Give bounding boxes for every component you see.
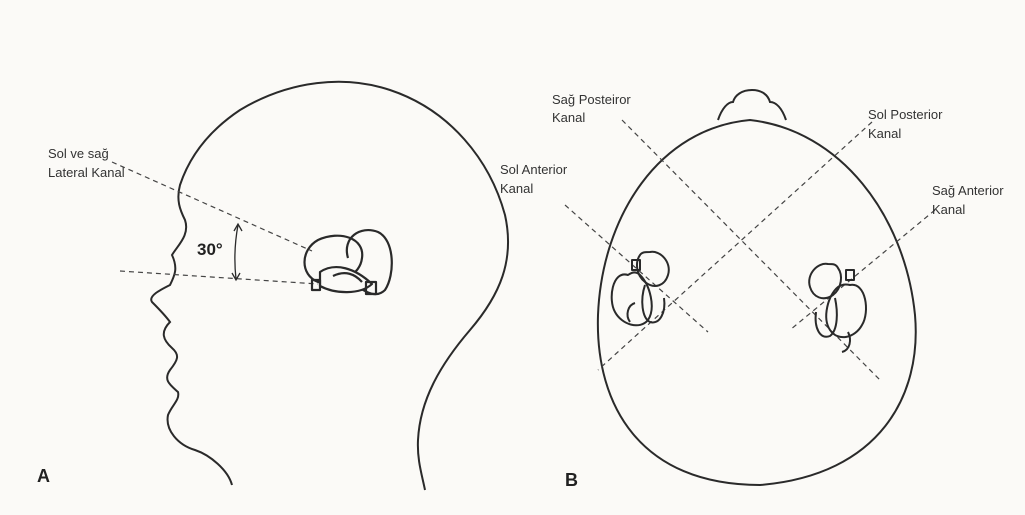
label-sol-posterior-line2: Kanal [868,126,901,142]
nose-outline [718,90,786,120]
left-inner-ear-top-view [612,252,669,326]
panel-a-letter: A [37,466,50,487]
horizontal-reference-line [120,271,318,284]
label-lateral-canal-line2: Lateral Kanal [48,165,125,181]
sag-anterior-plane-line [790,210,935,330]
label-sol-anterior-line1: Sol Anterior [500,162,567,178]
label-sag-posterior-line1: Sağ Posteiror [552,92,631,108]
label-sol-posterior-line1: Sol Posterior [868,107,942,123]
label-sag-anterior-line1: Sağ Anterior [932,183,1004,199]
label-sag-posterior-line2: Kanal [552,110,585,126]
angle-label: 30° [197,240,223,260]
head-top-outline [598,120,916,485]
label-sag-anterior-line2: Kanal [932,202,965,218]
sag-posterior-plane-line [622,120,880,380]
panel-b-letter: B [565,470,578,491]
label-sol-anterior-line2: Kanal [500,181,533,197]
label-lateral-canal-line1: Sol ve sağ [48,146,109,162]
lateral-canal-plane-line [112,162,312,251]
right-inner-ear-top-view [809,264,866,352]
angle-arc [232,224,242,280]
